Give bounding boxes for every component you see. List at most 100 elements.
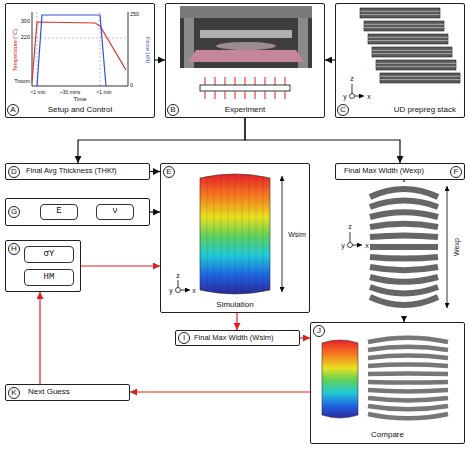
step-letter: B xyxy=(167,104,179,116)
chart-label: Troom xyxy=(14,79,30,85)
prepreg-stack xyxy=(372,47,452,57)
press-schematic xyxy=(205,91,285,99)
box-label: Setup and Control xyxy=(48,106,113,115)
axis-triad xyxy=(176,288,181,293)
prepreg-stack xyxy=(360,8,460,83)
axis-triad xyxy=(350,94,355,99)
process-chart xyxy=(32,12,128,86)
flow-arrow xyxy=(155,59,165,60)
chart-label: <1 min xyxy=(30,90,45,95)
process-box: Next Guess xyxy=(5,384,130,401)
step-letter-text: A xyxy=(10,106,15,114)
parameter-name: ν xyxy=(112,207,117,217)
experiment-width xyxy=(370,189,438,305)
press-photo xyxy=(298,18,308,68)
chart-label: ~30 mins xyxy=(60,90,80,95)
press-photo xyxy=(216,42,276,50)
press-photo xyxy=(180,6,312,68)
step-letter: H xyxy=(8,243,20,255)
step-letter: J xyxy=(313,325,325,337)
experiment-width xyxy=(350,232,362,245)
experiment-width xyxy=(336,182,464,316)
simulation-plate xyxy=(200,174,270,294)
compare-thumbnails xyxy=(322,338,448,419)
flow-arrow xyxy=(150,171,160,172)
step-letter: F xyxy=(450,166,462,178)
press-photo xyxy=(200,30,292,38)
process-chart xyxy=(32,12,128,86)
axis-label: x xyxy=(367,93,371,100)
axis-label: Wexp xyxy=(453,238,460,256)
axis-label: z xyxy=(350,75,354,82)
chart-label: 250 xyxy=(130,12,139,18)
process-box: Compare xyxy=(310,322,465,444)
step-letter: D xyxy=(8,166,20,178)
flow-arrow xyxy=(81,265,160,266)
step-letter: A xyxy=(7,104,19,116)
process-box: Final Max Width (Wexp) xyxy=(335,163,465,180)
process-box: Final Max Width (Wsim) xyxy=(175,330,300,346)
parameter-name: HM xyxy=(44,273,55,283)
process-box: UD prepreg stack xyxy=(335,3,465,118)
step-letter-text: C xyxy=(340,106,346,114)
chart-label: <1 min xyxy=(96,90,111,95)
process-chart xyxy=(32,22,126,82)
press-photo xyxy=(180,6,312,18)
process-chart xyxy=(37,15,106,86)
box-label: Final Avg Thickness (THKf) xyxy=(26,167,117,175)
flow-arrow xyxy=(300,337,310,338)
flow-arrow xyxy=(245,118,400,163)
press-schematic xyxy=(205,77,285,85)
chart-label: Temperature (°C) xyxy=(13,29,19,71)
press-photo xyxy=(180,6,312,68)
axis-label: z xyxy=(176,272,180,279)
step-letter: G xyxy=(8,206,20,218)
chart-label: 220 xyxy=(21,35,30,41)
chart-label: 0 xyxy=(130,83,133,89)
process-box: Eν xyxy=(5,198,150,226)
axis-label: x xyxy=(192,287,196,294)
axis-triad xyxy=(352,84,364,96)
parameter-box: ν xyxy=(96,204,134,220)
box-label: Compare xyxy=(371,431,404,440)
box-label: UD prepreg stack xyxy=(394,106,456,115)
press-schematic xyxy=(200,77,290,99)
prepreg-stack xyxy=(364,21,444,31)
parameter-box: E xyxy=(40,204,78,220)
press-photo xyxy=(184,18,194,68)
axis-label: y xyxy=(169,287,173,294)
simulation-plate xyxy=(282,176,283,292)
parameter-name: E xyxy=(56,207,61,217)
simulation-plate xyxy=(207,174,263,294)
axis-triad xyxy=(178,280,190,290)
step-letter-text: K xyxy=(11,389,16,397)
compare-thumbnails xyxy=(368,338,448,419)
flow-arrow xyxy=(39,292,40,384)
flow-arrow xyxy=(403,180,404,322)
process-box: Experiment xyxy=(165,3,325,118)
axis-label: y xyxy=(341,242,345,249)
flow-arrow xyxy=(130,391,310,392)
prepreg-stack xyxy=(376,60,456,70)
step-letter: I xyxy=(178,332,190,344)
experiment-width xyxy=(336,182,464,316)
press-photo xyxy=(188,50,304,62)
step-letter-text: F xyxy=(454,168,459,176)
press-schematic xyxy=(200,85,290,91)
step-letter-text: H xyxy=(11,245,17,253)
axis-label: z xyxy=(348,223,352,230)
flow-arrow xyxy=(325,59,335,60)
step-letter-text: E xyxy=(166,168,171,176)
simulation-plate xyxy=(200,174,282,294)
chart-label: Force (kN) xyxy=(144,37,150,63)
chart-label: 300 xyxy=(21,19,30,25)
step-letter-text: B xyxy=(170,106,175,114)
axis-label: y xyxy=(343,93,347,100)
step-letter-text: D xyxy=(11,168,17,176)
process-box: Simulation xyxy=(160,163,310,313)
flow-arrow xyxy=(78,118,245,163)
